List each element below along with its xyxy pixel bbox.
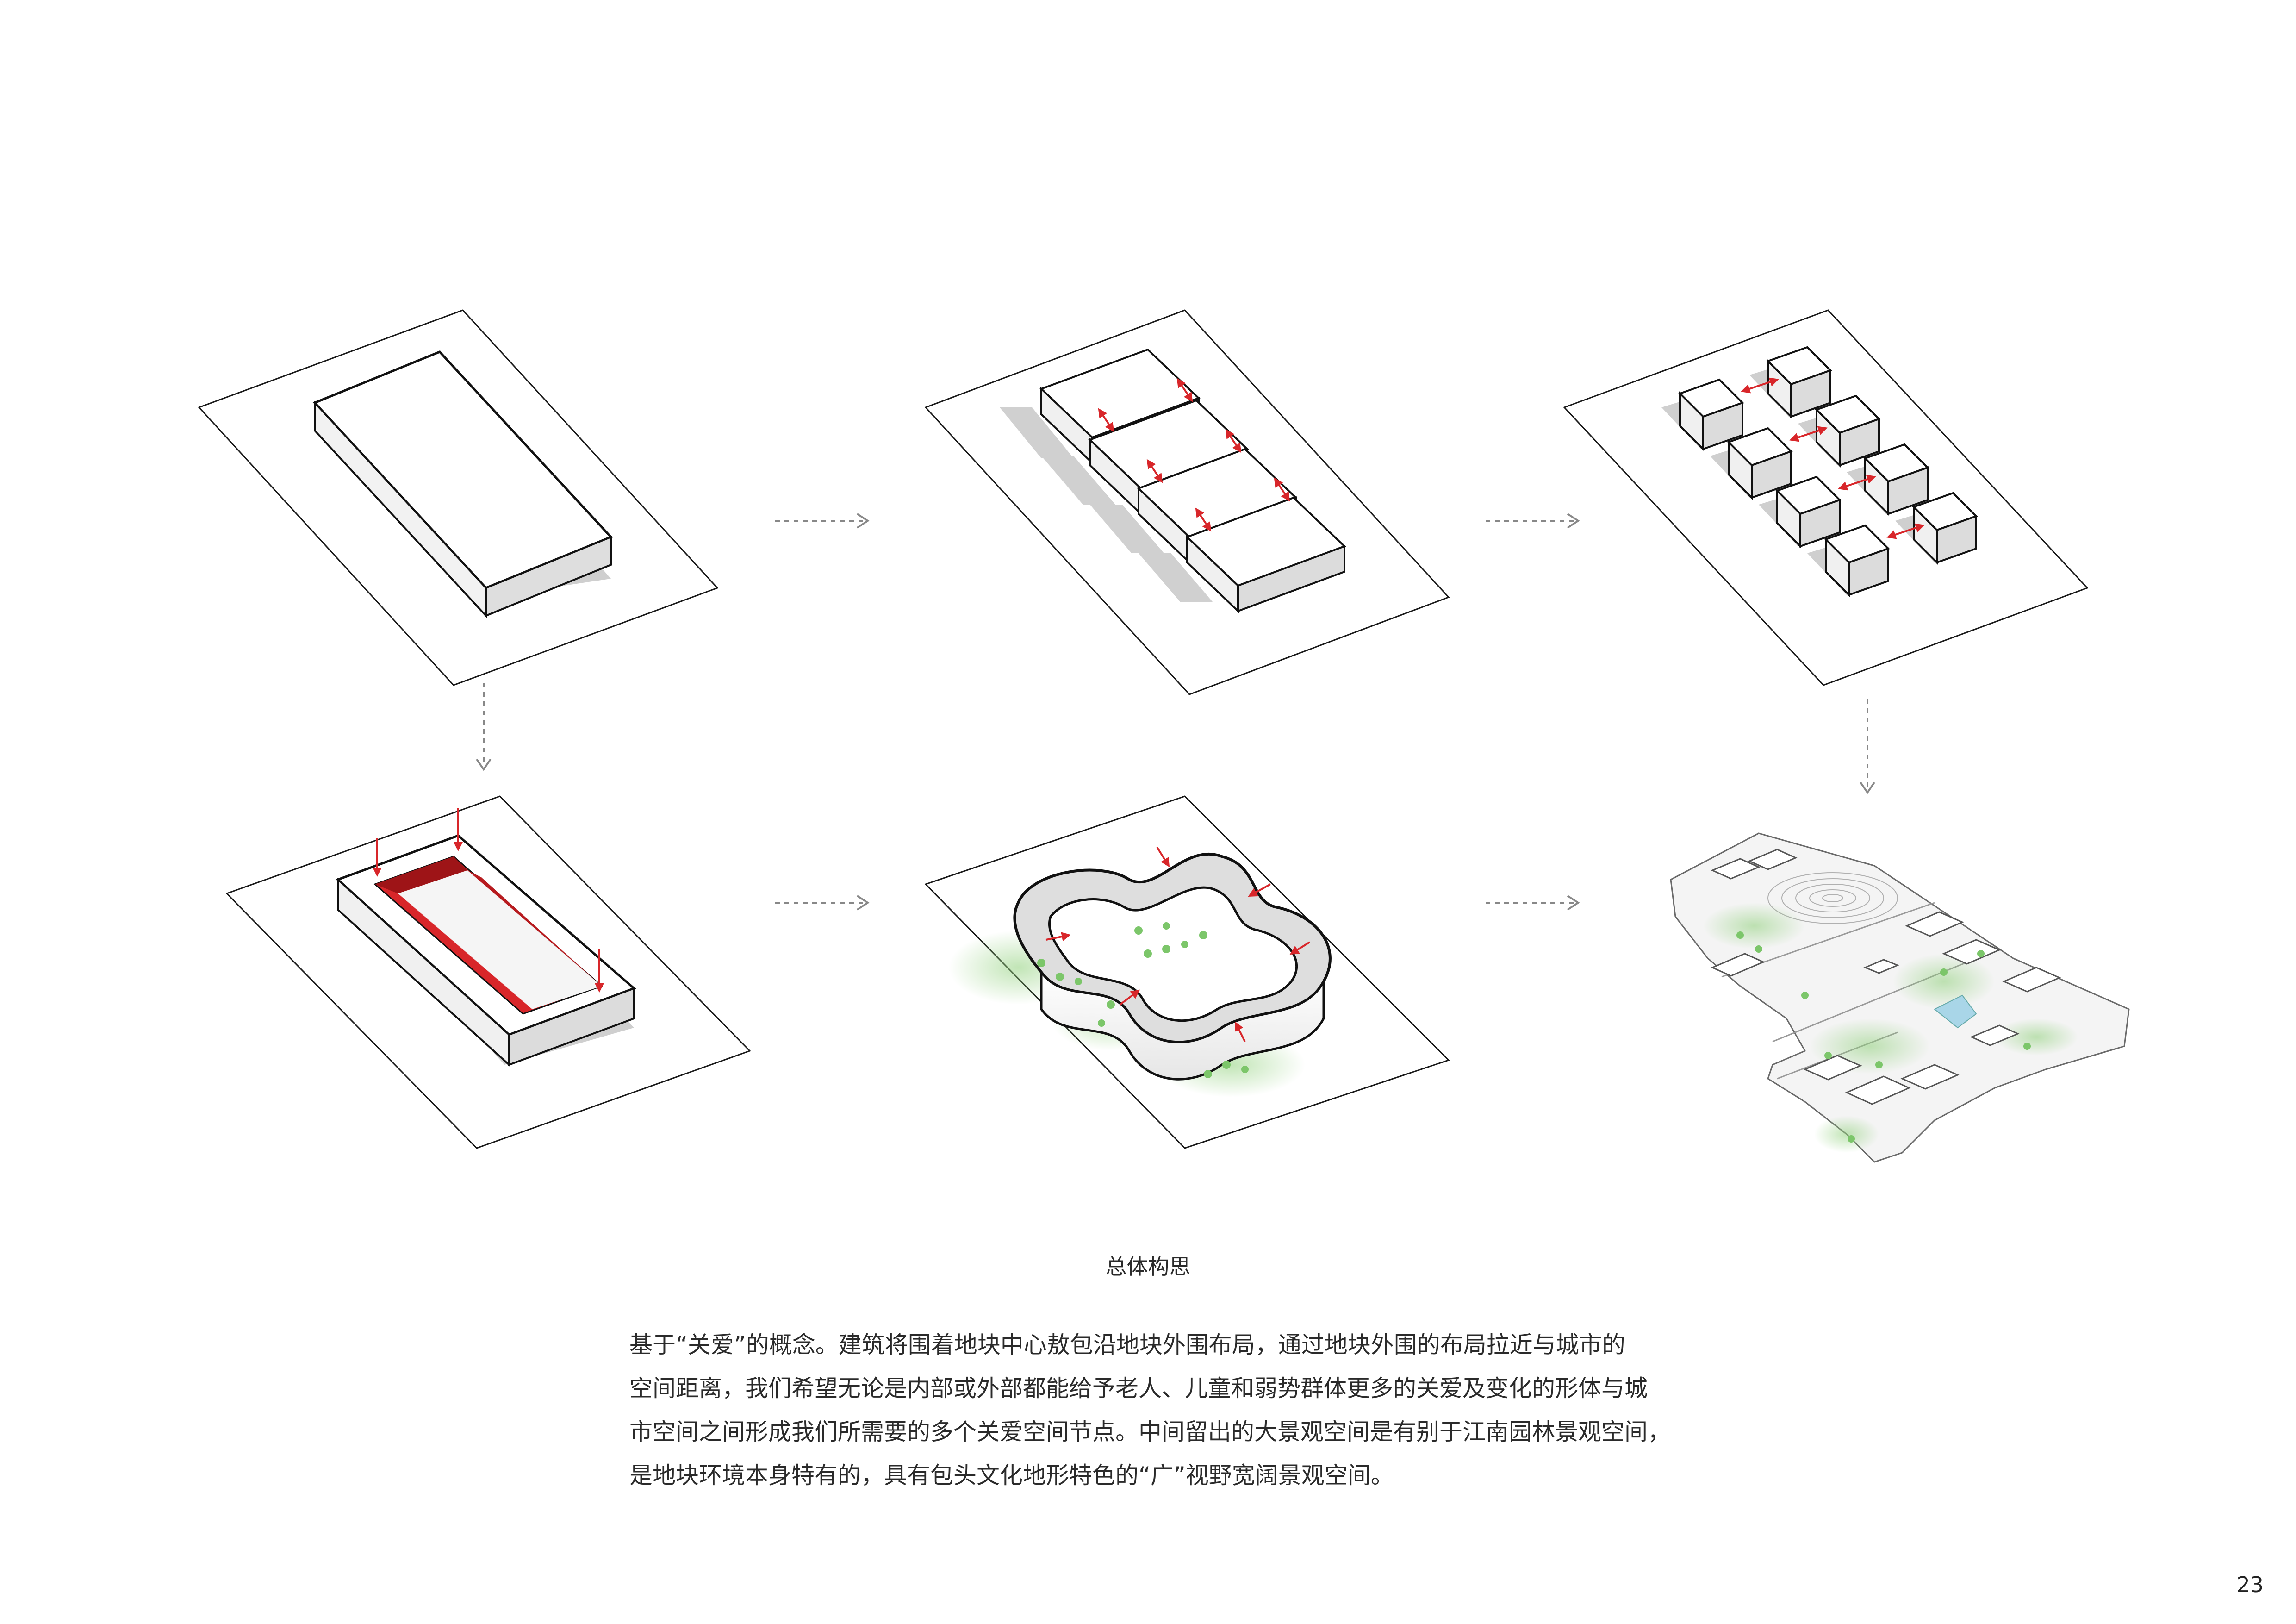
site-trees bbox=[1736, 931, 2031, 1143]
water-feature bbox=[1934, 994, 1977, 1029]
description-line: 是地块环境本身特有的，具有包头文化地形特色的“广”视野宽阔景观空间。 bbox=[629, 1462, 1394, 1489]
spacing-arrows bbox=[1098, 378, 1290, 532]
page-number: 23 bbox=[2236, 1572, 2264, 1597]
cube-block bbox=[1710, 427, 1793, 500]
diagram-caption: 总体构思 bbox=[1105, 1254, 1191, 1279]
contour-lines bbox=[1767, 872, 1898, 924]
description-line: 空间距离，我们希望无论是内部或外部都能给予老人、儿童和弱势群体更多的关爱及变化的… bbox=[629, 1375, 1648, 1402]
cube-block bbox=[1807, 524, 1890, 597]
site-plate-1 bbox=[198, 309, 719, 686]
building-clusters bbox=[1711, 849, 2061, 1105]
site-plate-5 bbox=[924, 795, 1450, 1149]
push-arrows bbox=[373, 808, 604, 993]
concept-description: 基于“关爱”的概念。建筑将围着地块中心敖包沿地块外围布局，通过地块外围的布局拉近… bbox=[629, 1323, 1694, 1497]
inward-arrows bbox=[1045, 846, 1311, 1042]
cube-block bbox=[1749, 346, 1832, 419]
site-plate-3 bbox=[1563, 309, 2089, 686]
cube-block bbox=[1661, 378, 1744, 451]
site-plate-2 bbox=[924, 309, 1450, 695]
organic-loop-building bbox=[1013, 852, 1332, 1081]
dotted-arrow-2 bbox=[1486, 513, 1580, 529]
trees bbox=[1037, 922, 1249, 1078]
description-line: 市空间之间形成我们所需要的多个关爱空间节点。中间留出的大景观空间是有别于江南园林… bbox=[629, 1418, 1671, 1445]
dotted-arrow-3 bbox=[775, 895, 870, 911]
dotted-arrow-down-left bbox=[476, 683, 492, 771]
bar-blocks bbox=[1000, 348, 1346, 613]
dotted-arrow-4 bbox=[1486, 895, 1580, 911]
dotted-arrow-1 bbox=[775, 513, 870, 529]
dotted-arrow-down-right bbox=[1860, 699, 1875, 794]
site-masterplan-model bbox=[1670, 832, 2130, 1163]
site-plate-4 bbox=[225, 795, 751, 1149]
cube-block bbox=[1759, 475, 1842, 549]
description-line: 基于“关爱”的概念。建筑将围着地块中心敖包沿地块外围布局，通过地块外围的布局拉近… bbox=[629, 1331, 1625, 1358]
solid-block bbox=[312, 350, 613, 618]
cube-spacing-arrows bbox=[1741, 377, 1925, 539]
ring-block bbox=[336, 834, 636, 1067]
